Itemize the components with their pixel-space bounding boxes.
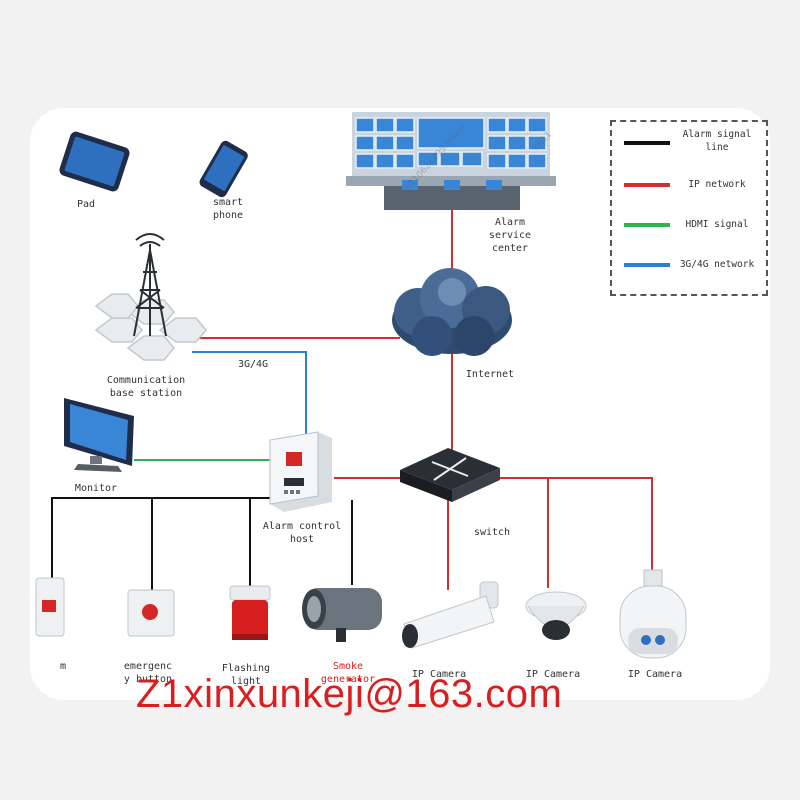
- label-smartphone: smart phone: [212, 197, 244, 221]
- label-ip-camera-3: IP Camera: [627, 669, 683, 680]
- alarm-signal-bus: [51, 497, 282, 580]
- label-ip-camera-1: IP Camera: [411, 669, 467, 680]
- label-smoke-generator: Smoke generator: [320, 661, 376, 685]
- legend-label: 3G/4G network: [679, 259, 755, 270]
- legend-swatch: [624, 263, 670, 267]
- legend-label: Alarm signal line: [682, 129, 752, 153]
- network-switch-icon: [400, 448, 500, 502]
- flashing-light-icon: [229, 585, 271, 640]
- legend-label: IP network: [688, 179, 746, 190]
- legend-swatch: [624, 223, 670, 227]
- legend-box: Alarm signal line IP network HDMI signal…: [610, 120, 768, 296]
- ip-line-switch-to-camera-3: [548, 477, 653, 578]
- label-ip-camera-2: IP Camera: [525, 669, 581, 680]
- legend-swatch: [624, 141, 670, 145]
- ip-camera-dome-icon: [525, 591, 587, 640]
- legend-label: HDMI signal: [685, 219, 749, 230]
- smoke-generator-icon: [302, 588, 382, 642]
- label-monitor: Monitor: [74, 483, 118, 494]
- label-base-station: Communication base station: [106, 375, 186, 399]
- ip-camera-bullet-icon: [402, 581, 499, 649]
- legend-swatch: [624, 183, 670, 187]
- monitor-icon: [64, 398, 134, 472]
- label-switch: switch: [473, 527, 511, 538]
- label-alarm-control-host: Alarm control host: [262, 521, 342, 545]
- legend-item-hdmi-signal: HDMI signal: [612, 210, 766, 240]
- emergency-button-icon: [127, 589, 175, 637]
- label-internet: Internet: [465, 369, 515, 380]
- label-pad: Pad: [76, 199, 96, 210]
- contact-email: Z1xinxunkeji@163.com: [136, 672, 563, 716]
- cell-tower-icon: [94, 233, 207, 361]
- label-alarm-button: m: [59, 661, 67, 672]
- legend-item-alarm-signal: Alarm signal line: [612, 128, 766, 158]
- label-alarm-service-center: Alarm service center: [488, 217, 532, 254]
- cloud-icon: [392, 268, 512, 356]
- alarm-button-icon: [35, 577, 65, 637]
- tablet-icon: [59, 131, 130, 192]
- ip-camera-ptz-icon: [619, 569, 687, 659]
- label-flashing-light: Flashing light: [221, 663, 271, 687]
- legend-item-3g4g-network: 3G/4G network: [612, 250, 766, 280]
- cellular-line: [192, 351, 307, 442]
- label-3g4g: 3G/4G: [237, 359, 269, 370]
- smartphone-icon: [199, 140, 248, 198]
- alarm-control-host-icon: [269, 431, 332, 512]
- alarm-service-center-icon: [346, 112, 556, 210]
- legend-item-ip-network: IP network: [612, 170, 766, 200]
- label-emergency-button: emergenc y button: [123, 661, 173, 685]
